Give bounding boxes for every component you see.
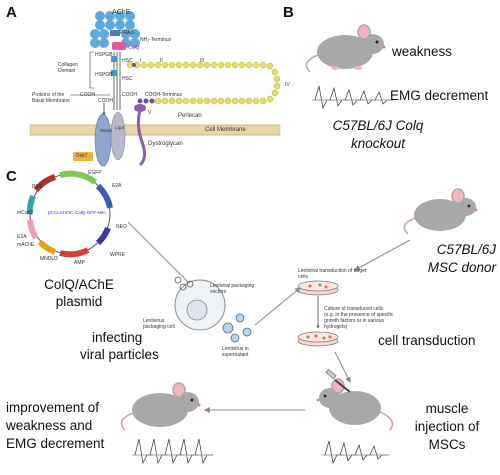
hsc-label-2: HSC xyxy=(122,76,133,82)
emg-trace-injected xyxy=(322,440,390,465)
basal-membrane-label: Proteins of the Basal Membrane xyxy=(32,92,70,104)
mouse-donor xyxy=(403,188,478,235)
hspgb-label-2: HSPGB xyxy=(95,72,113,78)
syringe-icon xyxy=(334,379,351,393)
mcolq-label: mColQ xyxy=(17,210,33,216)
mouse-improved xyxy=(120,382,201,431)
ache-tetramers xyxy=(90,11,140,48)
lrp4-label: Lrp4 xyxy=(115,125,125,130)
muscle-label-line3: MSCs xyxy=(428,437,466,452)
cooh-label-3: COOH xyxy=(122,92,137,98)
cooh-label-1: COOH xyxy=(80,92,95,98)
wpre-label: WPRE xyxy=(110,252,125,258)
infecting-label-line2: viral particles xyxy=(80,347,159,362)
lentiviral-vectors-label: Lentiviral packaging vectors xyxy=(210,283,255,295)
prad-label: PRAD xyxy=(120,30,134,36)
colq-knockout-line2: knockout xyxy=(350,136,406,151)
plasmid-name: pCCLs-hCtC-ColQ-GFP-Neo xyxy=(48,210,106,215)
cooh-terminus-label: COOH-Terminus xyxy=(145,92,182,98)
emg-trace-b xyxy=(312,85,393,110)
dish-to-mouse-arrow xyxy=(334,351,351,384)
dystroglycan xyxy=(136,109,147,167)
panel-label-c: C xyxy=(6,168,17,185)
weakness-label: weakness xyxy=(392,44,453,59)
domain-i-label: I xyxy=(140,58,142,64)
ache-label: AChE xyxy=(112,9,131,16)
mouse-b xyxy=(305,24,386,73)
improvement-line2: weakness and xyxy=(6,418,93,433)
neo-label: NEO xyxy=(116,224,127,230)
cell-transduction-label: cell transduction xyxy=(378,333,476,348)
colq-knockout-line1: C57BL/6J Colq xyxy=(332,118,424,133)
plasmid-label-line2: plasmid xyxy=(55,294,103,309)
infecting-label-line1: infecting xyxy=(92,330,143,345)
musk-receptor xyxy=(94,113,112,167)
lrp4-receptor xyxy=(110,111,126,161)
domain-iv-label: IV xyxy=(285,82,290,88)
donor-to-dish-arrow xyxy=(353,239,411,271)
panel-label-b: B xyxy=(283,4,294,21)
packaging-cell xyxy=(174,276,252,343)
muscle-label-line1: muscle xyxy=(425,401,469,416)
musk-label: MuSK xyxy=(100,128,113,133)
egfp-label: EGFP xyxy=(88,170,102,176)
mache-label: mAChE xyxy=(17,242,35,248)
domain-ii-label: II xyxy=(160,58,163,64)
emg-trace-improved xyxy=(132,438,213,465)
donor-label-line1: C57BL/6J xyxy=(436,242,496,257)
packaging-cell-label: Lentivirus packaging cell xyxy=(143,318,175,330)
supernatant-label: Lentivirus in supernatant xyxy=(222,346,249,358)
collagen-label: Collagen Domain xyxy=(58,62,78,74)
panel-label-a: A xyxy=(6,4,17,21)
transduction-note: Lentiviral transduction of target cells xyxy=(298,268,367,280)
nh2-label: NH₂-Terminus xyxy=(140,37,172,43)
pgk-label: PGK xyxy=(32,184,43,190)
hsc-label-1: HSC xyxy=(122,58,133,64)
dok7-label: Dok7 xyxy=(76,153,88,159)
culture-note: Culture of transduced cells (e.g. in the… xyxy=(324,306,394,330)
mouse-injected xyxy=(316,368,394,431)
perlecan-label: Perlecan xyxy=(178,113,202,119)
plasmid-to-cell-arrow xyxy=(127,221,189,283)
improvement-line3: EMG decrement xyxy=(6,436,105,451)
improvement-line1: improvement of xyxy=(6,400,100,415)
panel-a-diagram xyxy=(29,11,281,167)
colq-box xyxy=(112,42,126,50)
emg-decrement-label: EMG decrement xyxy=(390,88,489,103)
amp-label: AMP xyxy=(74,260,85,266)
domain-iii-label: III xyxy=(200,58,205,64)
donor-label-line2: MSC donor xyxy=(427,260,496,275)
plasmid-map xyxy=(26,170,113,258)
e2a-top-label: E2A xyxy=(112,183,122,189)
e2a-left-label: E2A xyxy=(17,234,27,240)
mndu3-label: MNDU3 xyxy=(40,256,58,262)
culture-dish-2 xyxy=(297,331,339,347)
colq-label: ColQ xyxy=(128,45,140,51)
domain-v-label: V xyxy=(148,110,152,116)
muscle-label-line2: injection of xyxy=(414,419,480,434)
plasmid-label-line1: ColQ/AChE xyxy=(44,277,114,292)
perlecan-chain xyxy=(126,61,281,105)
dok7-box xyxy=(73,152,93,161)
cooh-label-2: COOH xyxy=(98,98,113,104)
virus-to-dish-arrow xyxy=(254,287,301,326)
culture-dish-1 xyxy=(297,280,339,296)
cell-membrane-label: Cell Membrane xyxy=(205,127,246,133)
dystroglycan-label: Dystroglycan xyxy=(148,141,183,147)
hspgb-label-1: HSPGB xyxy=(95,52,113,58)
